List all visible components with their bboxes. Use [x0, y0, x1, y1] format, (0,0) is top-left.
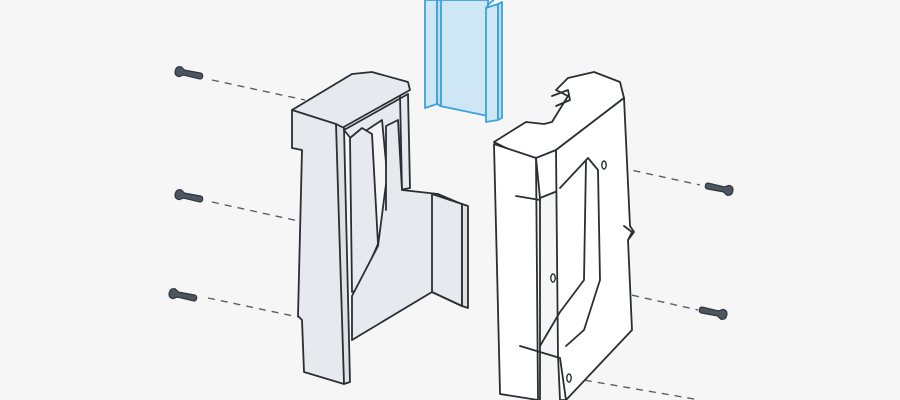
- guide-line-3: [207, 297, 304, 319]
- screw-hole-3: [566, 373, 572, 383]
- screws: [168, 66, 734, 320]
- screw-icon-1: [174, 66, 204, 80]
- screw-icon-3: [168, 288, 198, 302]
- screw-icon-2: [174, 189, 204, 203]
- screw-hole-1: [601, 160, 607, 170]
- right-housing: [493, 71, 635, 400]
- left-housing: [291, 71, 469, 385]
- guide-line-6: [571, 377, 701, 400]
- center-insert: [424, 0, 503, 123]
- screw-holes: [550, 160, 607, 383]
- guide-line-1: [211, 79, 306, 101]
- screw-hole-2: [550, 273, 556, 283]
- guide-line-5: [555, 277, 699, 311]
- screw-icon-4: [704, 182, 734, 196]
- guide-line-2: [211, 201, 304, 223]
- screw-icon-5: [698, 306, 728, 320]
